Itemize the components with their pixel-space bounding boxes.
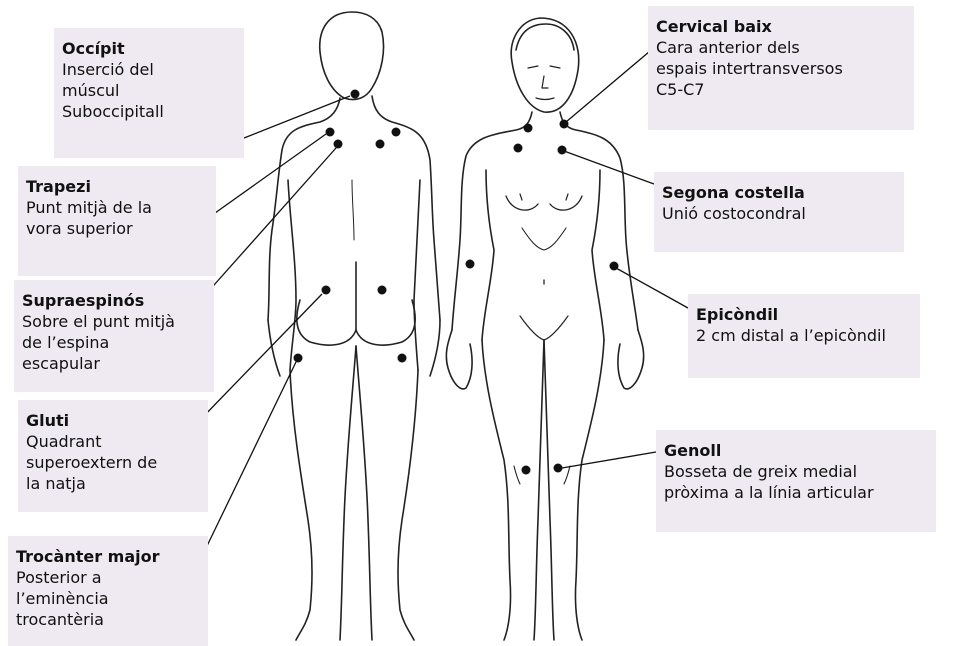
point-trocanter-right: [398, 354, 407, 363]
label-description: 2 cm distal a l’epicòndil: [696, 325, 912, 346]
label-supraespinos: Supraespinós Sobre el punt mitjà de l’es…: [14, 280, 214, 392]
label-title: Supraespinós: [22, 290, 206, 311]
label-occipit: Occípit Inserció del múscul Suboccipital…: [54, 28, 244, 158]
front-body-figure: [446, 18, 643, 640]
label-title: Trapezi: [26, 176, 208, 197]
label-trocanter: Trocànter major Posterior a l’eminència …: [8, 536, 208, 646]
label-title: Cervical baix: [656, 16, 906, 37]
label-description: Bosseta de greix medial pròxima a la lín…: [664, 461, 928, 503]
label-trapezi: Trapezi Punt mitjà de la vora superior: [18, 166, 216, 276]
point-trapezi-left: [326, 128, 335, 137]
label-description: Inserció del múscul Suboccipitall: [62, 59, 236, 122]
point-epicondil-left: [466, 260, 475, 269]
label-genoll: Genoll Bosseta de greix medial pròxima a…: [656, 430, 936, 532]
leader-supraespinos: [206, 148, 336, 294]
label-title: Segona costella: [662, 182, 896, 203]
label-title: Epicòndil: [696, 304, 912, 325]
label-description: Cara anterior dels espais intertransvers…: [656, 37, 906, 100]
label-description: Posterior a l’eminència trocantèria: [16, 567, 200, 630]
point-genoll-right: [554, 464, 563, 473]
point-costella-left: [514, 144, 523, 153]
label-title: Genoll: [664, 440, 928, 461]
point-gluti-left: [322, 286, 331, 295]
label-costella: Segona costella Unió costocondral: [654, 172, 904, 252]
label-gluti: Gluti Quadrant superoextern de la natja: [18, 400, 208, 512]
leader-lines: [200, 46, 688, 548]
label-title: Trocànter major: [16, 546, 200, 567]
point-cervical-left: [524, 124, 533, 133]
point-trapezi-right: [392, 128, 401, 137]
label-title: Gluti: [26, 410, 200, 431]
point-genoll-left: [522, 466, 531, 475]
label-description: Unió costocondral: [662, 203, 896, 224]
leader-epicondil: [616, 268, 688, 308]
leader-gluti: [200, 294, 322, 420]
label-cervical: Cervical baix Cara anterior dels espais …: [648, 6, 914, 130]
label-epicondil: Epicòndil 2 cm distal a l’epicòndil: [688, 294, 920, 378]
point-supraespinos-left: [334, 140, 343, 149]
label-title: Occípit: [62, 38, 236, 59]
label-description: Quadrant superoextern de la natja: [26, 431, 200, 494]
point-supraespinos-right: [376, 140, 385, 149]
leader-costella: [564, 151, 654, 184]
leader-trocanter: [206, 362, 296, 548]
point-trocanter-left: [294, 354, 303, 363]
point-gluti-right: [378, 286, 387, 295]
point-costella-right: [558, 146, 567, 155]
label-description: Sobre el punt mitjà de l’espina escapula…: [22, 311, 206, 374]
label-description: Punt mitjà de la vora superior: [26, 197, 208, 239]
point-occipit: [351, 90, 360, 99]
back-body-figure: [268, 12, 440, 640]
leader-genoll: [562, 452, 656, 468]
